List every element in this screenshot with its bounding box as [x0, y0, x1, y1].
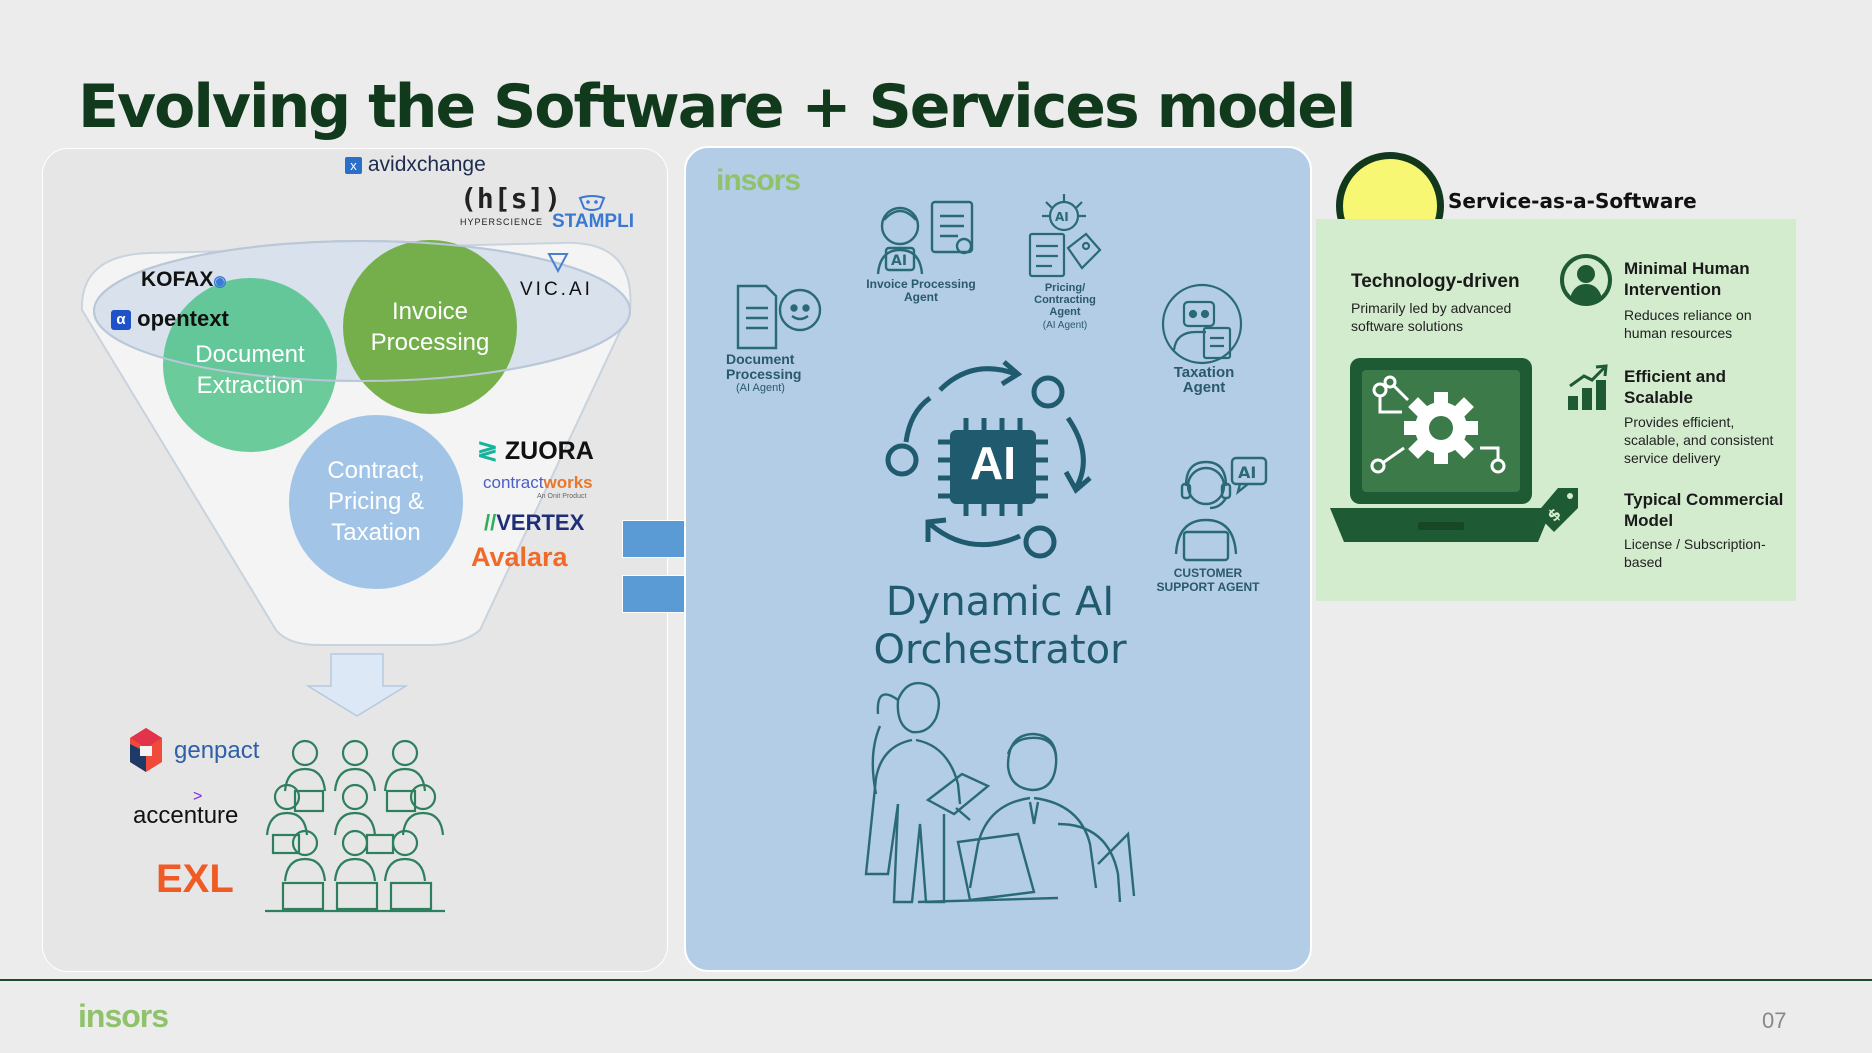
document-processing-label: Document Processing [726, 351, 802, 382]
opentext-logo: α opentext [111, 306, 229, 332]
opentext-mark-icon: α [111, 310, 131, 331]
feature-commercial-desc: License / Subscription-based [1624, 536, 1766, 570]
invoice-processing-circle [343, 240, 517, 414]
pricing-contracting-agent-sub: (AI Agent) [1042, 320, 1088, 331]
contract-pricing-label: Contract, Pricing & Taxation [327, 457, 425, 546]
contractworks-logo: contractworks [483, 473, 593, 492]
invoice-processing-label: Invoice Processing [370, 298, 490, 356]
pricing-contracting-agent-label: Pricing/ Contracting Agent [1034, 282, 1096, 318]
invoice-processing-agent-icon: AI [876, 200, 974, 275]
orchestrator-title: Dynamic AI Orchestrator [873, 579, 1127, 673]
exl-logo: EXL [156, 857, 234, 901]
document-extraction-circle [163, 278, 337, 452]
feature-technology-desc: Primarily led by advanced software solut… [1351, 300, 1512, 334]
footer-divider [0, 979, 1872, 981]
document-processing-agent-icon [736, 284, 822, 350]
zuora-logo: ≷ ZUORA [477, 437, 594, 465]
stampli-bird-icon [578, 195, 606, 211]
price-tag-icon: $ [1536, 488, 1578, 532]
down-arrow-icon [306, 653, 408, 717]
page-number: 07 [1762, 1008, 1787, 1033]
workforce-crowd-icon [265, 739, 445, 913]
feature-commercial-title: Typical Commercial Model [1624, 490, 1784, 530]
vertex-mark-icon: // [484, 510, 497, 535]
avalara-logo: Avalara [471, 542, 568, 572]
avidxchange-logo: x avidxchange [345, 153, 486, 177]
document-extraction-label: Document Extraction [195, 341, 305, 399]
ai-chip-label: AI [970, 437, 1016, 489]
ai-orchestrator-cycle-icon [885, 360, 1092, 559]
hyperscience-logo: (h[s]) [460, 182, 562, 215]
zuora-mark-icon: ≷ [477, 437, 498, 465]
accenture-chevron-icon: > [193, 788, 203, 805]
pricing-contracting-agent-icon: AI [1028, 194, 1102, 278]
genpact-mark-icon [130, 728, 162, 772]
svg-text:AI: AI [891, 253, 907, 269]
invoice-processing-agent-label: Invoice Processing Agent [866, 277, 976, 304]
insors-logo-footer: insors [78, 998, 169, 1034]
kofax-globe-icon: ◉ [213, 273, 227, 290]
vicai-logo: VIC.AI [520, 279, 593, 300]
laptop-row [265, 881, 445, 913]
feature-efficient-title: Efficient and Scalable [1624, 367, 1727, 407]
hyperscience-sub: HYPERSCIENCE [460, 217, 544, 227]
kofax-logo: KOFAX◉ [141, 268, 227, 291]
business-people-icon [864, 681, 1136, 904]
taxation-agent-icon [1161, 283, 1243, 365]
vertex-logo: //VERTEX [484, 510, 585, 535]
customer-support-agent-icon: AI [1174, 456, 1268, 562]
funnel-diagram [80, 240, 632, 646]
accenture-logo: accenture [133, 802, 239, 829]
saas-title: Service-as-a-Software [1448, 189, 1697, 213]
feature-efficient-desc: Provides efficient, scalable, and consis… [1624, 414, 1774, 466]
person-row-1 [283, 739, 427, 792]
man-figure [917, 732, 1136, 904]
ai-chip-icon [938, 418, 1048, 516]
feature-minimal-human-desc: Reduces reliance on human resources [1624, 307, 1752, 341]
taxation-agent-label: Taxation Agent [1173, 364, 1235, 396]
contract-pricing-circle [289, 415, 463, 589]
customer-support-agent-label: CUSTOMER SUPPORT AGENT [1156, 566, 1260, 594]
insors-logo-panel: insors [716, 164, 801, 197]
document-processing-sub: (AI Agent) [736, 382, 785, 394]
vicai-mark-icon [547, 253, 569, 274]
person-row-2 [265, 783, 445, 836]
stampli-logo: STAMPLI [552, 211, 634, 232]
laptop-gear-icon [1330, 358, 1552, 542]
avidxchange-mark-icon: x [345, 156, 362, 174]
person-icon [1560, 254, 1612, 306]
feature-minimal-human-title: Minimal Human Intervention [1624, 259, 1750, 299]
growth-chart-icon [1568, 364, 1608, 410]
woman-figure [864, 681, 991, 904]
contractworks-sub: An Onit Product [537, 493, 587, 500]
svg-text:AI: AI [1238, 463, 1256, 482]
page-title: Evolving the Software + Services model [78, 72, 1357, 142]
feature-technology-title: Technology-driven [1351, 271, 1520, 292]
person-row-3 [271, 829, 427, 882]
svg-text:AI: AI [1055, 210, 1069, 224]
genpact-logo: genpact [174, 737, 260, 764]
